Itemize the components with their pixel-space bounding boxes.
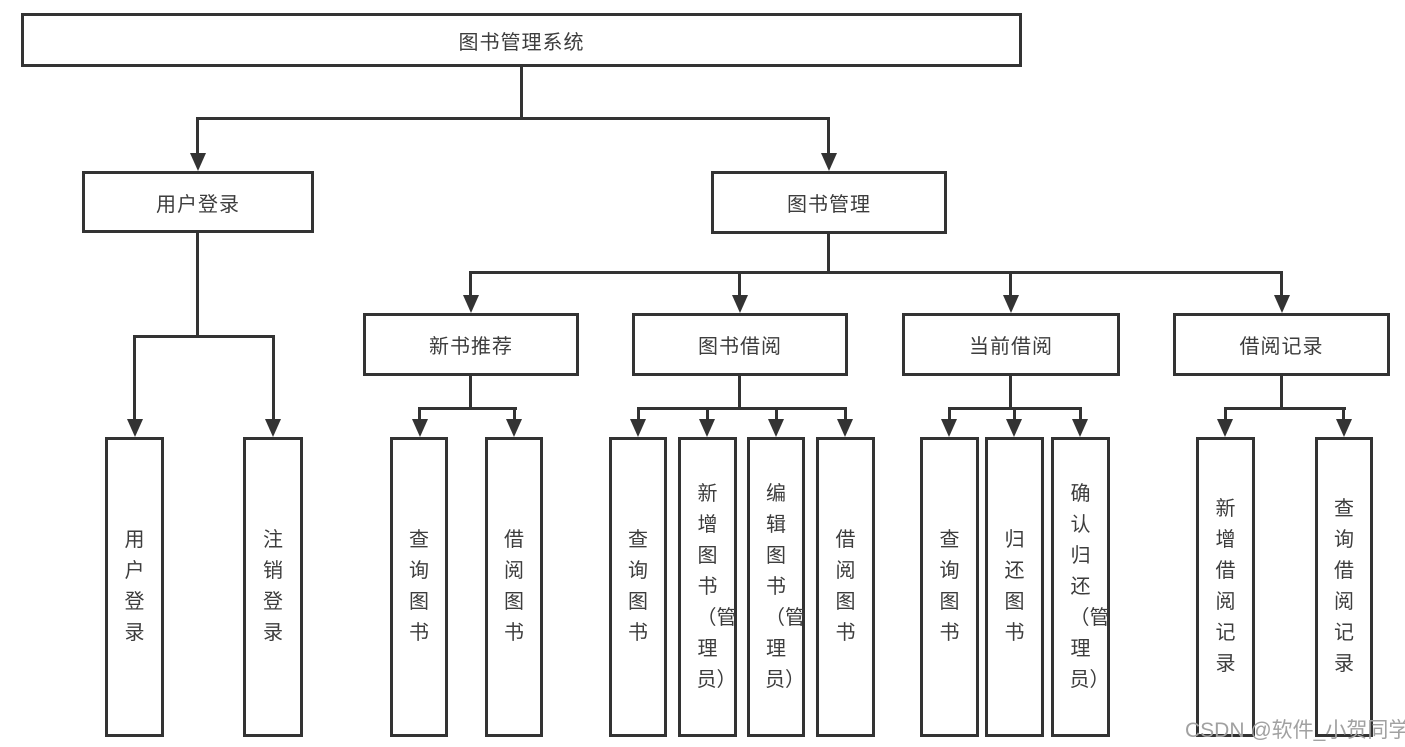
arrow-down-icon bbox=[768, 419, 784, 437]
connector-line bbox=[418, 407, 517, 410]
leaf-search-borrow-record: 查询借阅记录 bbox=[1315, 437, 1373, 737]
connector-line bbox=[1342, 407, 1345, 421]
connector-line bbox=[196, 233, 199, 335]
leaf-search-books-current: 查询图书 bbox=[920, 437, 979, 737]
box-current-borrowing: 当前借阅 bbox=[902, 313, 1120, 376]
box-book-management-label: 图书管理 bbox=[787, 194, 871, 216]
connector-line bbox=[706, 407, 709, 421]
box-book-borrowing-label: 图书借阅 bbox=[698, 336, 782, 358]
arrow-down-icon bbox=[265, 419, 281, 437]
connector-line bbox=[1009, 271, 1012, 299]
arrow-down-icon bbox=[1003, 295, 1019, 313]
arrow-down-icon bbox=[699, 419, 715, 437]
leaf-add-borrow-record-label: 新增借阅记录 bbox=[1215, 498, 1236, 675]
arrow-down-icon bbox=[506, 419, 522, 437]
box-user-login-label: 用户登录 bbox=[156, 193, 240, 216]
arrow-down-icon bbox=[1217, 419, 1233, 437]
connector-line bbox=[948, 407, 951, 421]
connector-line bbox=[196, 117, 830, 120]
connector-line bbox=[1280, 271, 1283, 299]
leaf-return-books: 归还图书 bbox=[985, 437, 1044, 737]
connector-line bbox=[844, 407, 847, 421]
arrow-down-icon bbox=[127, 419, 143, 437]
leaf-add-books-admin-label: 新增图书（管理员） bbox=[696, 482, 737, 691]
leaf-edit-books-admin: 编辑图书（管理员） bbox=[747, 437, 805, 737]
arrow-down-icon bbox=[1274, 295, 1290, 313]
connector-line bbox=[520, 67, 523, 117]
connector-line bbox=[637, 407, 640, 421]
connector-line bbox=[469, 271, 1282, 274]
box-current-borrowing-label: 当前借阅 bbox=[969, 336, 1053, 358]
connector-line bbox=[513, 407, 516, 421]
connector-line bbox=[1224, 407, 1346, 410]
watermark: CSDN @软件_小贺同学 bbox=[1185, 719, 1405, 742]
box-book-borrowing: 图书借阅 bbox=[632, 313, 848, 376]
box-library-system: 图书管理系统 bbox=[21, 13, 1022, 67]
box-borrowing-records: 借阅记录 bbox=[1173, 313, 1390, 376]
leaf-logout: 注销登录 bbox=[243, 437, 303, 737]
leaf-borrow-books-borrowing: 借阅图书 bbox=[816, 437, 875, 737]
connector-line bbox=[469, 271, 472, 299]
leaf-search-books-borrowing: 查询图书 bbox=[609, 437, 667, 737]
connector-line bbox=[196, 117, 199, 157]
leaf-borrow-books-borrowing-label: 借阅图书 bbox=[835, 529, 856, 644]
arrow-down-icon bbox=[732, 295, 748, 313]
connector-line bbox=[827, 234, 830, 271]
connector-line bbox=[637, 407, 847, 410]
arrow-down-icon bbox=[1336, 419, 1352, 437]
leaf-logout-label: 注销登录 bbox=[263, 529, 283, 644]
arrow-down-icon bbox=[821, 153, 837, 171]
leaf-search-borrow-record-label: 查询借阅记录 bbox=[1334, 498, 1354, 675]
connector-line bbox=[1280, 376, 1283, 407]
leaf-confirm-return-admin-label: 确认归还（管理员） bbox=[1069, 482, 1110, 691]
connector-line bbox=[775, 407, 778, 421]
arrow-down-icon bbox=[463, 295, 479, 313]
leaf-search-books-recommend-label: 查询图书 bbox=[409, 529, 429, 644]
connector-line bbox=[1079, 407, 1082, 421]
connector-line bbox=[738, 271, 741, 299]
box-new-book-recommendation-label: 新书推荐 bbox=[429, 336, 513, 358]
leaf-confirm-return-admin: 确认归还（管理员） bbox=[1051, 437, 1110, 737]
box-book-management: 图书管理 bbox=[711, 171, 947, 234]
leaf-user-login: 用户登录 bbox=[105, 437, 164, 737]
connector-line bbox=[133, 335, 136, 421]
arrow-down-icon bbox=[190, 153, 206, 171]
connector-line bbox=[469, 376, 472, 407]
connector-line bbox=[1009, 376, 1012, 407]
leaf-user-login-label: 用户登录 bbox=[124, 529, 145, 644]
box-borrowing-records-label: 借阅记录 bbox=[1239, 336, 1324, 358]
connector-line bbox=[133, 335, 275, 338]
leaf-add-borrow-record: 新增借阅记录 bbox=[1196, 437, 1255, 737]
arrow-down-icon bbox=[412, 419, 428, 437]
leaf-search-books-recommend: 查询图书 bbox=[390, 437, 448, 737]
leaf-return-books-label: 归还图书 bbox=[1004, 529, 1025, 644]
leaf-edit-books-admin-label: 编辑图书（管理员） bbox=[765, 482, 805, 691]
connector-line bbox=[1013, 407, 1016, 421]
arrow-down-icon bbox=[1072, 419, 1088, 437]
leaf-search-books-current-label: 查询图书 bbox=[939, 529, 960, 644]
connector-line bbox=[827, 117, 830, 157]
leaf-borrow-books-recommend: 借阅图书 bbox=[485, 437, 543, 737]
arrow-down-icon bbox=[630, 419, 646, 437]
connector-line bbox=[272, 335, 275, 421]
box-library-system-label: 图书管理系统 bbox=[458, 31, 585, 54]
arrow-down-icon bbox=[941, 419, 957, 437]
leaf-add-books-admin: 新增图书（管理员） bbox=[678, 437, 737, 737]
box-new-book-recommendation: 新书推荐 bbox=[363, 313, 579, 376]
box-user-login: 用户登录 bbox=[82, 171, 314, 233]
connector-line bbox=[418, 407, 421, 421]
arrow-down-icon bbox=[1006, 419, 1022, 437]
arrow-down-icon bbox=[837, 419, 853, 437]
connector-line bbox=[1224, 407, 1227, 421]
leaf-borrow-books-recommend-label: 借阅图书 bbox=[504, 529, 524, 644]
leaf-search-books-borrowing-label: 查询图书 bbox=[628, 529, 648, 644]
connector-line bbox=[738, 376, 741, 407]
